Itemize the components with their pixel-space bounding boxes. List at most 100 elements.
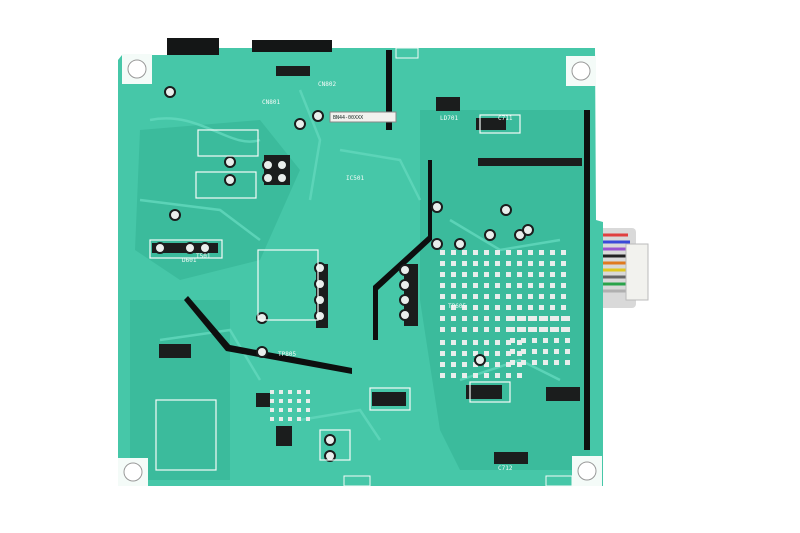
solder-pad (473, 316, 478, 321)
solder-pad (550, 316, 555, 321)
solder-pad (440, 316, 445, 321)
solder-pad (462, 261, 467, 266)
solder-pad (528, 272, 533, 277)
solder-pad (528, 250, 533, 255)
through-hole (169, 209, 181, 221)
solder-pad (270, 417, 274, 421)
solder-pad (451, 316, 456, 321)
solder-pad (521, 338, 526, 343)
solder-pad (462, 272, 467, 277)
solder-pad (288, 390, 292, 394)
through-hole (164, 86, 176, 98)
solder-pad (440, 305, 445, 310)
solder-pad (473, 305, 478, 310)
solder-pad (473, 340, 478, 345)
solder-pad (539, 305, 544, 310)
solder-pad (528, 305, 533, 310)
svg-text:C712: C712 (498, 465, 513, 472)
through-hole (474, 354, 486, 366)
through-hole (324, 434, 336, 446)
solder-pad (279, 408, 283, 412)
solder-pad (561, 305, 566, 310)
solder-pad (473, 373, 478, 378)
solder-pad (517, 316, 522, 321)
solder-pad (440, 283, 445, 288)
through-hole (262, 159, 274, 171)
solder-pad (440, 250, 445, 255)
solder-pad (462, 305, 467, 310)
solder-pad (484, 362, 489, 367)
solder-pad (539, 250, 544, 255)
solder-pad (484, 261, 489, 266)
through-hole (314, 278, 326, 290)
solder-pad (521, 349, 526, 354)
wire-harness (596, 228, 649, 308)
solder-pad (484, 272, 489, 277)
solder-pad (451, 261, 456, 266)
solder-pad (550, 283, 555, 288)
solder-pad (517, 272, 522, 277)
solder-pad (510, 327, 515, 332)
solder-pad (495, 283, 500, 288)
solder-pad (561, 250, 566, 255)
through-hole (154, 242, 166, 254)
solder-pad (306, 399, 310, 403)
solder-pad (279, 417, 283, 421)
solder-pad (473, 272, 478, 277)
solder-pad (506, 340, 511, 345)
solder-pad (565, 360, 570, 365)
solder-pad (462, 327, 467, 332)
solder-pad (510, 338, 515, 343)
solder-pad (543, 327, 548, 332)
solder-pad (528, 283, 533, 288)
svg-text:TP605: TP605 (448, 303, 466, 310)
solder-pad (565, 327, 570, 332)
through-hole (314, 294, 326, 306)
through-hole (522, 224, 534, 236)
solder-pad (462, 250, 467, 255)
solder-pad (550, 261, 555, 266)
svg-text:TP805: TP805 (278, 351, 296, 358)
through-hole (276, 159, 288, 171)
solder-pad (506, 316, 511, 321)
solder-pad (484, 283, 489, 288)
through-hole (399, 264, 411, 276)
solder-pad (517, 327, 522, 332)
solder-pad (495, 373, 500, 378)
through-hole (399, 279, 411, 291)
solder-pad (495, 261, 500, 266)
solder-pad (306, 390, 310, 394)
solder-pad (528, 327, 533, 332)
solder-pad (484, 340, 489, 345)
solder-pad (297, 417, 301, 421)
through-hole (454, 238, 466, 250)
solder-pad (506, 294, 511, 299)
solder-pad (279, 390, 283, 394)
solder-pad (506, 362, 511, 367)
solder-pad (484, 327, 489, 332)
solder-pad (473, 294, 478, 299)
solder-pad (561, 316, 566, 321)
solder-pad (539, 294, 544, 299)
solder-pad (484, 305, 489, 310)
through-hole (256, 346, 268, 358)
solder-pad (517, 261, 522, 266)
solder-pad (306, 408, 310, 412)
solder-pad (550, 294, 555, 299)
solder-pad (288, 408, 292, 412)
solder-pad (528, 261, 533, 266)
solder-pad (554, 316, 559, 321)
svg-text:CN802: CN802 (318, 81, 336, 88)
solder-pad (462, 373, 467, 378)
solder-pad (451, 373, 456, 378)
through-hole (399, 294, 411, 306)
solder-pad (451, 340, 456, 345)
solder-pad (510, 316, 515, 321)
solder-pad (517, 340, 522, 345)
solder-pad (539, 316, 544, 321)
solder-pad (550, 327, 555, 332)
solder-pad (440, 351, 445, 356)
solder-pad (532, 349, 537, 354)
solder-pad (270, 408, 274, 412)
